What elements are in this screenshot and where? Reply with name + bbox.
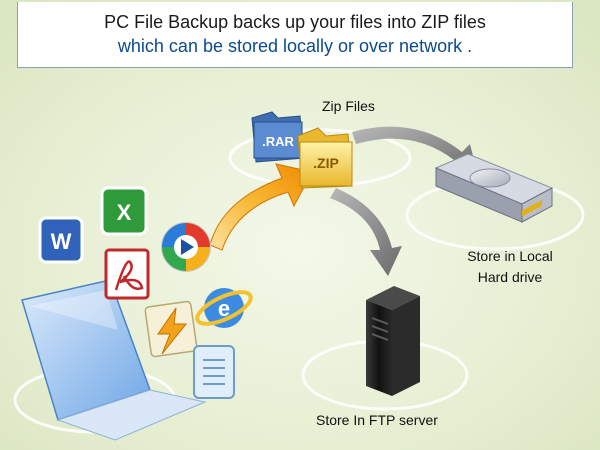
zip-label: .ZIP [313, 155, 339, 171]
zip-folder-icon: .ZIP [297, 127, 353, 189]
svg-text:W: W [51, 229, 72, 254]
svg-text:e: e [218, 296, 230, 321]
zip-files-label: Zip Files [322, 98, 375, 114]
banner-line-2: which can be stored locally or over netw… [117, 36, 473, 56]
hard-drive-icon [434, 153, 554, 223]
banner: PC File Backup backs up your files into … [17, 2, 573, 68]
word-icon: W [38, 216, 84, 264]
rar-folder-icon: .RAR [251, 111, 305, 163]
local-drive-label: Store in Local Hard drive [440, 246, 580, 288]
media-player-icon [161, 222, 211, 272]
local-drive-label-line-2: Hard drive [477, 269, 543, 285]
winzip-icon [144, 300, 198, 358]
excel-icon: X [100, 186, 148, 236]
svg-text:X: X [117, 200, 132, 225]
acrobat-icon [104, 248, 150, 300]
ftp-server-label: Store In FTP server [316, 412, 438, 428]
banner-line-1: PC File Backup backs up your files into … [104, 12, 486, 32]
internet-explorer-icon: e [195, 288, 253, 328]
arrow-to-zip [209, 163, 313, 251]
server-icon [366, 286, 420, 396]
laptop-icon [21, 279, 207, 441]
rar-label: .RAR [262, 134, 294, 149]
text-file-icon [193, 345, 235, 399]
arrow-to-ftp-server [330, 188, 402, 276]
local-drive-label-line-1: Store in Local [467, 248, 553, 264]
